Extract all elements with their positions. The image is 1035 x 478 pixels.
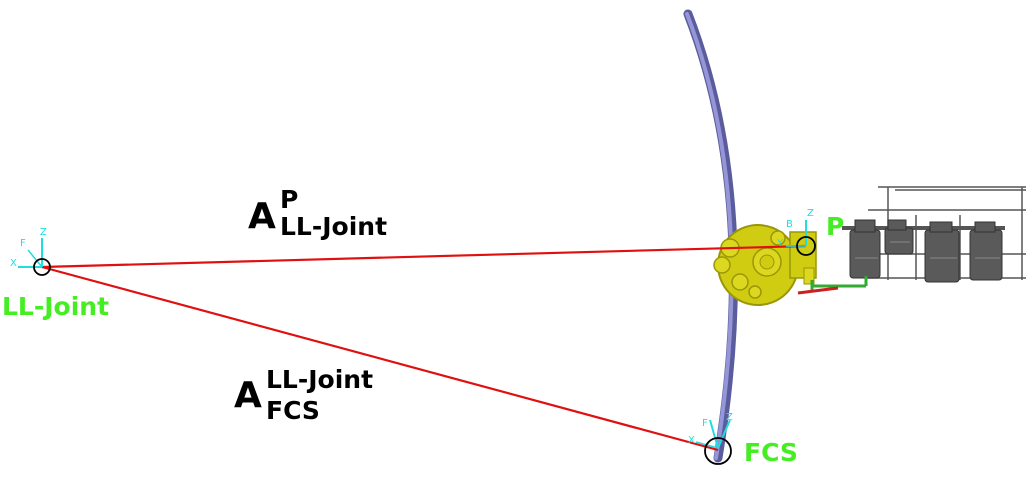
- ll-joint-axis-x: X: [10, 258, 17, 269]
- fcs-axes: F Z X: [688, 412, 733, 449]
- fcs-axis-f: F: [702, 418, 708, 429]
- curved-arc: [683, 9, 738, 463]
- fcs-label: FCS: [744, 438, 798, 467]
- gray-tool-heads: [849, 219, 1003, 283]
- fcs-axis-z: Z: [726, 412, 733, 423]
- p-axes: Z B Y: [776, 208, 814, 249]
- vector-a-p-ll-sub: LL-Joint: [280, 212, 387, 241]
- fcs-axis-x: X: [688, 435, 695, 446]
- vector-a-p-ll-base: A: [248, 196, 276, 237]
- ll-joint-axes: Z F X: [10, 227, 47, 269]
- fcs-marker: [704, 437, 732, 465]
- vector-label-a-ll-fcs: A LL-Joint FCS: [234, 365, 373, 425]
- p-axis-y: Y: [776, 238, 784, 249]
- p-axis-z: Z: [807, 208, 814, 219]
- p-label: P: [826, 212, 844, 241]
- ll-joint-axis-z: Z: [40, 227, 47, 238]
- vector-a-ll-fcs-sup: LL-Joint: [266, 365, 373, 394]
- ll-joint-axis-f: F: [20, 238, 26, 249]
- vector-line-p-ll: [41, 244, 807, 269]
- p-axis-b: B: [786, 219, 793, 230]
- vector-line-ll-fcs: [41, 265, 719, 452]
- vector-a-p-ll-sup: P: [280, 185, 298, 214]
- ll-joint-marker: [33, 258, 51, 276]
- green-link: [810, 276, 868, 290]
- p-marker: [796, 236, 816, 256]
- vector-a-ll-fcs-sub: FCS: [266, 396, 320, 425]
- ll-joint-label: LL-Joint: [2, 292, 109, 321]
- vector-a-ll-fcs-base: A: [234, 375, 262, 416]
- red-link: [797, 286, 839, 295]
- vector-label-a-p-ll: A P LL-Joint: [248, 185, 387, 241]
- gray-tool-details: [855, 241, 1000, 259]
